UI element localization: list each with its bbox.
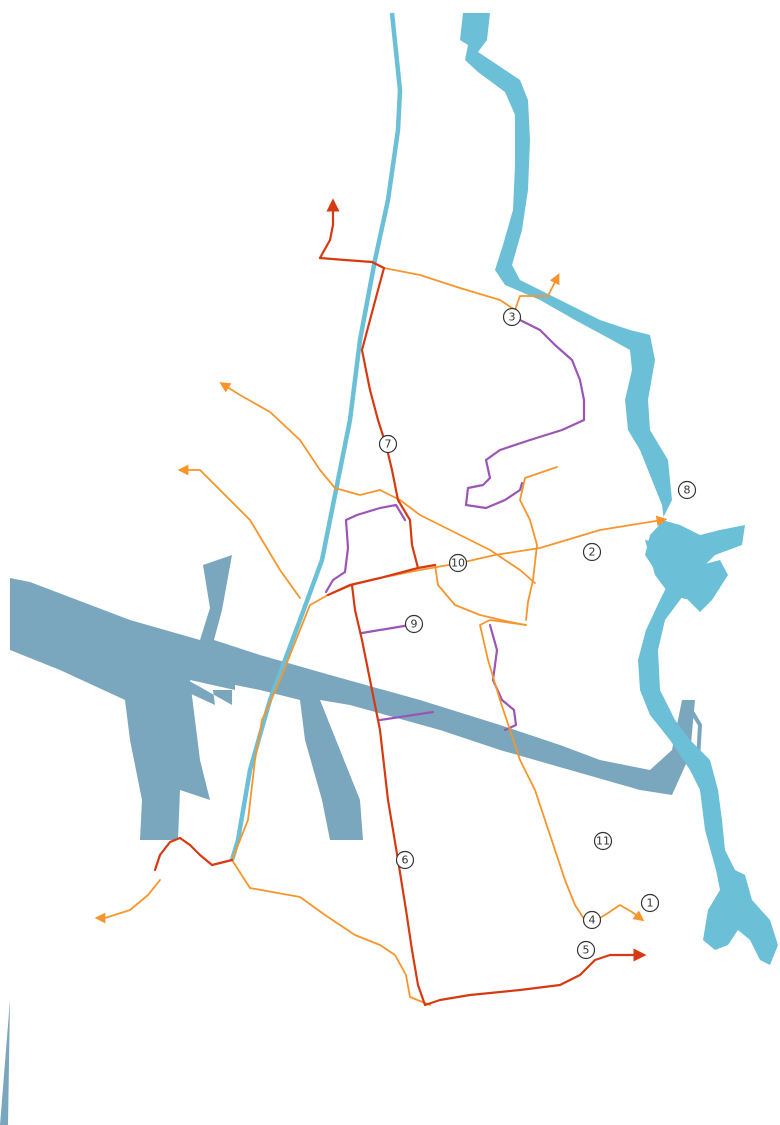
marker-circle bbox=[640, 893, 660, 913]
marker-circle bbox=[502, 307, 522, 327]
harbor-docks bbox=[10, 555, 695, 840]
marker-label: 2 bbox=[589, 546, 596, 559]
marker-label: 3 bbox=[509, 311, 516, 324]
route-marker-2: 2 bbox=[582, 542, 602, 562]
marker-circle bbox=[448, 553, 468, 573]
route-marker-10: 10 bbox=[448, 553, 468, 573]
purple-routes bbox=[324, 318, 586, 732]
marker-circle bbox=[378, 434, 398, 454]
canal bbox=[229, 12, 403, 861]
route-marker-11: 11 bbox=[593, 831, 613, 851]
route-marker-6: 6 bbox=[395, 850, 415, 870]
harbor-channel bbox=[686, 703, 703, 761]
marker-label: 7 bbox=[385, 438, 392, 451]
route-marker-3: 3 bbox=[502, 307, 522, 327]
orange-routes bbox=[94, 267, 668, 1006]
route-marker-8: 8 bbox=[677, 480, 697, 500]
route-marker-1: 1 bbox=[640, 893, 660, 913]
marker-label: 5 bbox=[583, 944, 590, 957]
marker-label: 6 bbox=[402, 854, 409, 867]
marker-label: 4 bbox=[589, 914, 596, 927]
red-routes bbox=[153, 198, 647, 1007]
marker-label: 8 bbox=[684, 484, 691, 497]
marker-circle bbox=[576, 940, 596, 960]
route-markers: 1 2 3 4 5 6 7 8 9 10 11 bbox=[378, 307, 697, 960]
marker-circle bbox=[582, 542, 602, 562]
river-inlet-south bbox=[688, 560, 728, 612]
marker-label: 10 bbox=[451, 557, 465, 570]
route-marker-9: 9 bbox=[404, 614, 424, 634]
route-marker-7: 7 bbox=[378, 434, 398, 454]
river bbox=[460, 13, 778, 965]
marker-label: 11 bbox=[596, 835, 610, 848]
marker-circle bbox=[404, 614, 424, 634]
river-inlet bbox=[645, 540, 700, 600]
route-marker-5: 5 bbox=[576, 940, 596, 960]
marker-circle bbox=[395, 850, 415, 870]
route-marker-4: 4 bbox=[582, 910, 602, 930]
marker-label: 1 bbox=[647, 897, 654, 910]
marker-circle bbox=[582, 910, 602, 930]
marker-circle bbox=[593, 831, 613, 851]
marker-circle bbox=[677, 480, 697, 500]
marker-label: 9 bbox=[411, 618, 418, 631]
